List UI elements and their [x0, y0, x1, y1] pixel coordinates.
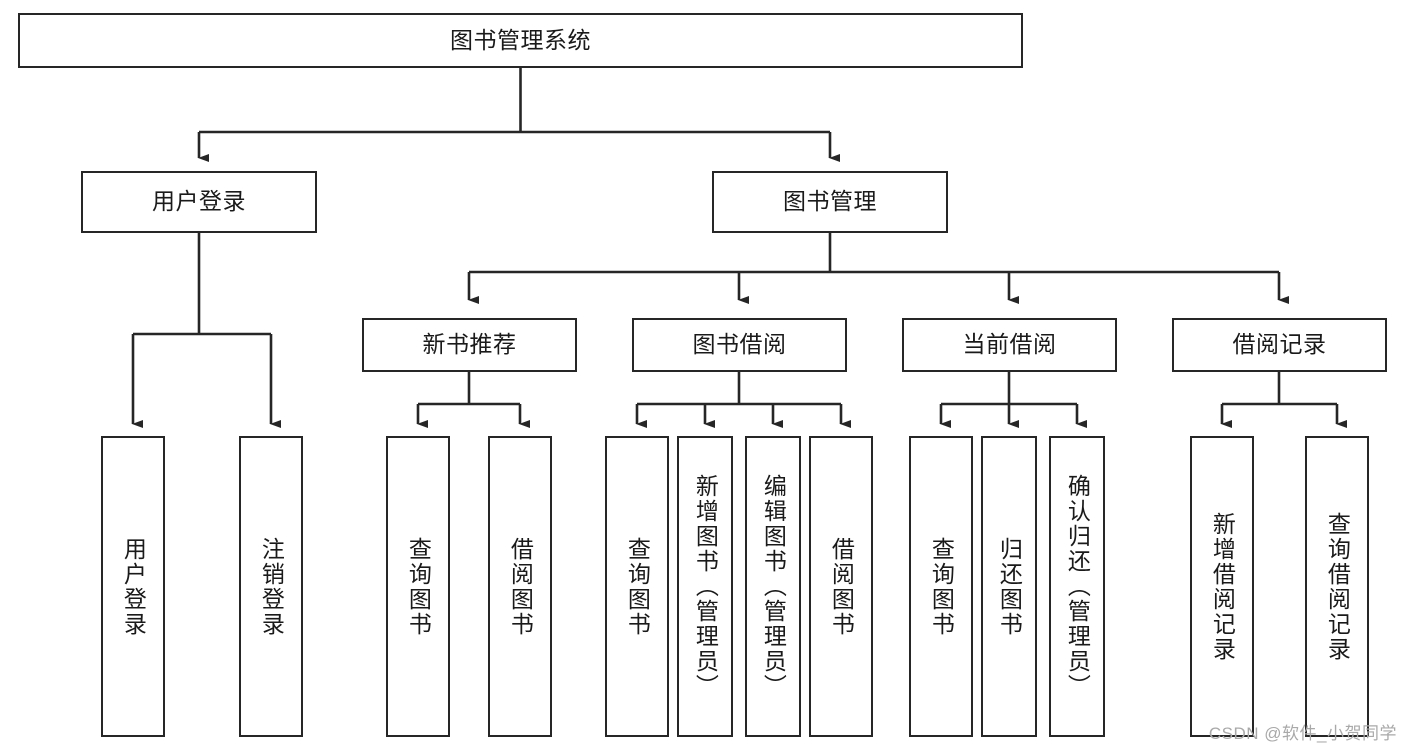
- node-label: 新书推荐: [422, 331, 517, 358]
- leaf-query-borrow-record[interactable]: 查询借阅记录: [1305, 436, 1369, 737]
- node-current-borrow[interactable]: 当前借阅: [902, 318, 1117, 372]
- node-label: 用户登录: [120, 536, 147, 637]
- leaf-query-book-2[interactable]: 查询图书: [605, 436, 669, 737]
- node-user-login[interactable]: 用户登录: [81, 171, 317, 233]
- node-label: 图书管理系统: [450, 26, 591, 53]
- node-book-management[interactable]: 图书管理: [712, 171, 948, 233]
- node-label: 查询图书: [405, 536, 432, 637]
- node-label: 查询图书: [928, 536, 955, 637]
- leaf-add-borrow-record[interactable]: 新增借阅记录: [1190, 436, 1254, 737]
- node-label: 确认归还（管理员）: [1064, 474, 1091, 699]
- node-root-system[interactable]: 图书管理系统: [18, 13, 1023, 68]
- node-label: 查询借阅记录: [1324, 511, 1351, 662]
- node-label: 图书借阅: [692, 331, 787, 358]
- leaf-return-book[interactable]: 归还图书: [981, 436, 1037, 737]
- node-label: 借阅记录: [1232, 331, 1327, 358]
- node-label: 归还图书: [996, 536, 1023, 637]
- leaf-add-book-admin[interactable]: 新增图书（管理员）: [677, 436, 733, 737]
- leaf-borrow-book-2[interactable]: 借阅图书: [809, 436, 873, 737]
- node-label: 新增借阅记录: [1209, 511, 1236, 662]
- node-borrow-record[interactable]: 借阅记录: [1172, 318, 1387, 372]
- node-book-borrow[interactable]: 图书借阅: [632, 318, 847, 372]
- node-label: 借阅图书: [507, 536, 534, 637]
- leaf-confirm-return-admin[interactable]: 确认归还（管理员）: [1049, 436, 1105, 737]
- csdn-watermark: CSDN @软件_小贺同学: [1208, 724, 1397, 743]
- node-label: 新增图书（管理员）: [692, 474, 719, 699]
- leaf-query-book-3[interactable]: 查询图书: [909, 436, 973, 737]
- leaf-edit-book-admin[interactable]: 编辑图书（管理员）: [745, 436, 801, 737]
- node-label: 借阅图书: [828, 536, 855, 637]
- node-label: 编辑图书（管理员）: [760, 474, 787, 699]
- leaf-query-book-1[interactable]: 查询图书: [386, 436, 450, 737]
- node-label: 当前借阅: [962, 331, 1057, 358]
- node-label: 用户登录: [152, 188, 246, 215]
- node-label: 注销登录: [258, 536, 285, 637]
- node-label: 图书管理: [783, 188, 877, 215]
- node-label: 查询图书: [624, 536, 651, 637]
- leaf-logout-login[interactable]: 注销登录: [239, 436, 303, 737]
- leaf-borrow-book-1[interactable]: 借阅图书: [488, 436, 552, 737]
- node-new-book-recommend[interactable]: 新书推荐: [362, 318, 577, 372]
- leaf-user-login[interactable]: 用户登录: [101, 436, 165, 737]
